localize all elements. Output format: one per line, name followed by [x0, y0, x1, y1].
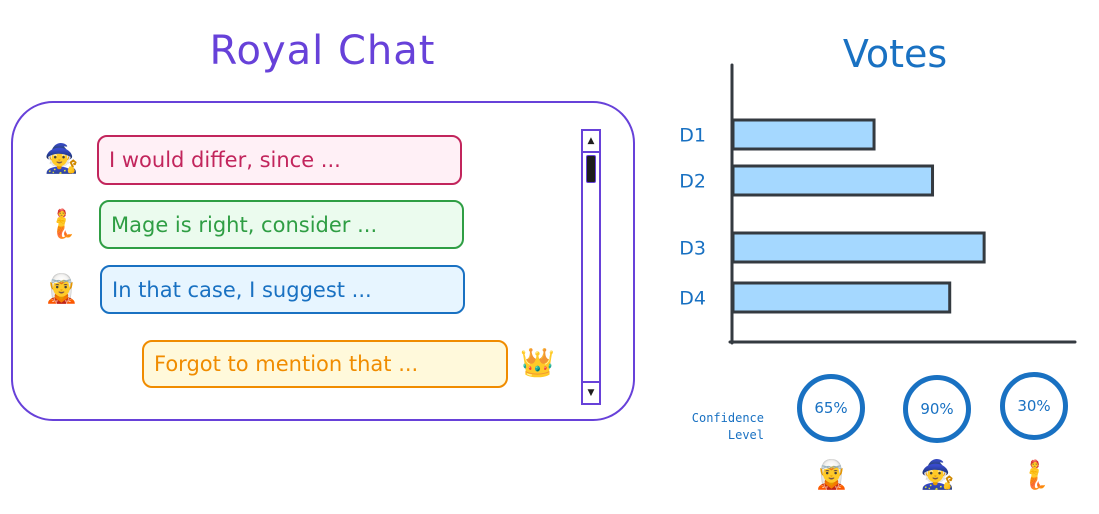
confidence-level-label: Confidence Level — [660, 410, 764, 444]
confidence-value: 90% — [920, 400, 954, 418]
category-label-d1: D1 — [679, 125, 706, 147]
confidence-label-line1: Confidence — [691, 411, 764, 425]
category-label-d4: D4 — [679, 288, 706, 310]
bar-d2 — [731, 164, 935, 197]
chat-title: Royal Chat — [209, 28, 436, 74]
elf-avatar-icon: 🧝 — [814, 458, 849, 491]
mage-avatar-icon: 🧙 — [44, 142, 79, 175]
confidence-ring-elf: 65% — [797, 374, 865, 442]
chat-message: Forgot to mention that ... — [142, 340, 508, 388]
elf-avatar-icon: 🧝 — [44, 272, 79, 305]
bar-d3 — [731, 231, 986, 264]
bar-d4 — [731, 281, 952, 314]
scroll-up-icon[interactable]: ▲ — [583, 131, 599, 153]
bar-d1 — [731, 118, 876, 151]
chat-message: In that case, I suggest ... — [100, 265, 465, 314]
merperson-avatar-icon: 🧜 — [1017, 458, 1052, 491]
category-label-d2: D2 — [679, 171, 706, 193]
votes-title: Votes — [842, 32, 948, 76]
chat-window — [11, 101, 635, 421]
scrollbar-thumb[interactable] — [586, 155, 596, 183]
category-label-d3: D3 — [679, 238, 706, 260]
scroll-down-icon[interactable]: ▼ — [583, 381, 599, 403]
confidence-label-line2: Level — [727, 428, 764, 442]
confidence-value: 65% — [814, 399, 848, 417]
crown-avatar-icon: 👑 — [520, 346, 555, 379]
chat-message: Mage is right, consider ... — [99, 200, 464, 249]
chat-scrollbar[interactable]: ▲ ▼ — [581, 129, 601, 405]
confidence-ring-merperson: 30% — [1000, 372, 1068, 440]
merperson-avatar-icon: 🧜 — [44, 207, 79, 240]
chat-message: I would differ, since ... — [97, 135, 462, 185]
confidence-ring-mage: 90% — [903, 375, 971, 443]
mage-avatar-icon: 🧙 — [920, 458, 955, 491]
confidence-value: 30% — [1017, 397, 1051, 415]
